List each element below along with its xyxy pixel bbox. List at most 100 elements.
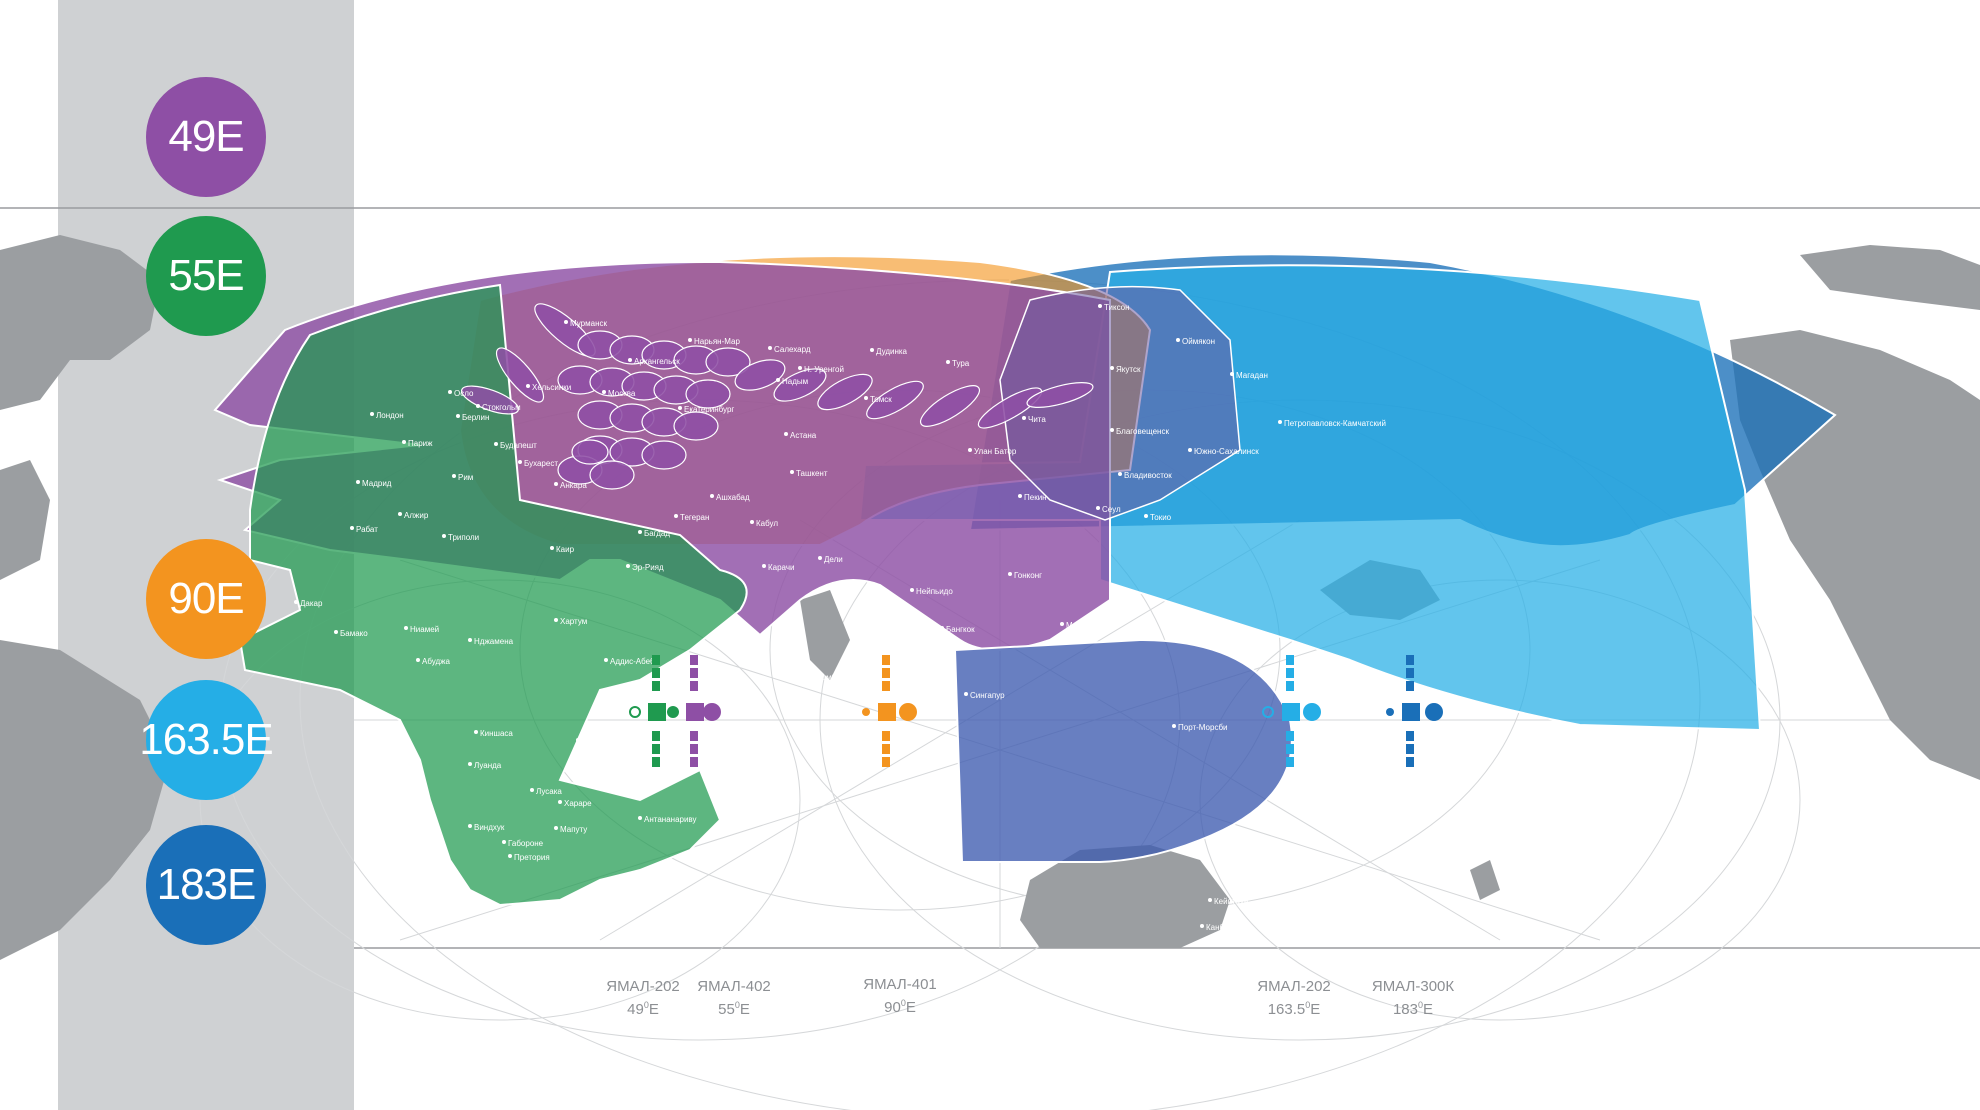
city-marker: Габороне: [502, 839, 544, 848]
city-marker: Мапуту: [554, 825, 587, 834]
city-marker: Порт-Морсби: [1172, 723, 1228, 732]
city-marker: Карачи: [762, 563, 794, 572]
city-marker: Манила: [1060, 621, 1096, 630]
svg-text:Додома: Додома: [582, 737, 611, 746]
svg-text:Н. Уренгой: Н. Уренгой: [804, 365, 844, 374]
coverage-163e: [858, 264, 1762, 732]
svg-text:Габороне: Габороне: [508, 839, 544, 848]
satellite-label-yamal-202-163e: ЯМАЛ-202 163.50E: [1229, 978, 1359, 1019]
city-marker: Бамако: [334, 629, 368, 638]
svg-text:Париж: Париж: [408, 439, 433, 448]
city-marker: Улан Батор: [968, 447, 1017, 456]
city-marker: Виндхук: [468, 823, 505, 832]
city-marker: Бухарест: [518, 459, 558, 468]
city-marker: Аддис-Абеба: [604, 657, 659, 666]
city-marker: Гонконг: [1008, 571, 1042, 580]
city-marker: Дели: [818, 555, 843, 564]
svg-text:Салехард: Салехард: [774, 345, 811, 354]
badge-label: 90E: [168, 574, 244, 623]
svg-text:Алжир: Алжир: [404, 511, 429, 520]
svg-text:Ташкент: Ташкент: [796, 469, 828, 478]
city-marker: Ниамей: [404, 625, 439, 634]
city-marker: Чита: [1022, 415, 1046, 424]
svg-text:Пекин: Пекин: [1024, 493, 1047, 502]
badge-90e: 90E: [146, 539, 266, 659]
city-marker: Париж: [402, 439, 433, 448]
svg-text:Нейпьидо: Нейпьидо: [916, 587, 953, 596]
city-marker: Хельсинки: [526, 383, 571, 392]
svg-text:Астана: Астана: [790, 431, 817, 440]
svg-text:Ашхабад: Ашхабад: [716, 493, 750, 502]
svg-text:Бамако: Бамако: [340, 629, 368, 638]
svg-text:Будапешт: Будапешт: [500, 441, 537, 450]
svg-text:Луанда: Луанда: [474, 761, 502, 770]
city-marker: Якутск: [1110, 365, 1141, 374]
svg-text:Виндхук: Виндхук: [474, 823, 505, 832]
satellite-name: ЯМАЛ-300К: [1371, 978, 1455, 995]
city-marker: Додома: [576, 737, 611, 746]
coverage-55e: [238, 283, 748, 907]
svg-text:Архангельск: Архангельск: [634, 357, 680, 366]
svg-text:Найроби: Найроби: [610, 687, 643, 696]
svg-text:Мапуту: Мапуту: [560, 825, 587, 834]
city-marker: Лондон: [370, 411, 404, 420]
svg-text:Токио: Токио: [1150, 513, 1172, 522]
svg-text:Улан Батор: Улан Батор: [974, 447, 1017, 456]
city-marker: Кабул: [750, 519, 778, 528]
city-marker: Н. Уренгой: [798, 365, 844, 374]
svg-text:Порт-Морсби: Порт-Морсби: [1178, 723, 1228, 732]
svg-text:Кейптаун: Кейптаун: [1214, 897, 1248, 906]
svg-text:Бангкок: Бангкок: [946, 625, 975, 634]
svg-text:Кабул: Кабул: [756, 519, 778, 528]
svg-text:Багдад: Багдад: [644, 529, 670, 538]
city-marker: Дакар: [294, 599, 323, 608]
satellite-position: 550E: [718, 1000, 750, 1018]
svg-text:Лондон: Лондон: [376, 411, 404, 420]
svg-text:Дели: Дели: [824, 555, 843, 564]
city-marker: Абуджа: [416, 657, 450, 666]
city-marker: Бангкок: [940, 625, 975, 634]
svg-text:Берлин: Берлин: [462, 413, 489, 422]
svg-text:Нарьян-Мар: Нарьян-Мар: [694, 337, 740, 346]
satellite-position: 1830E: [1392, 1000, 1434, 1018]
svg-text:Дакар: Дакар: [300, 599, 323, 608]
satellite-yamal-300k-183e: [1386, 655, 1443, 767]
badge-163-5e: 163.5E: [139, 680, 274, 800]
svg-text:Карачи: Карачи: [768, 563, 794, 572]
satellite-yamal-202-49e: [629, 655, 679, 767]
city-marker: Нджамена: [468, 637, 514, 646]
satellite-yamal-202-163e: [1262, 655, 1321, 767]
svg-text:Москва: Москва: [608, 389, 636, 398]
city-marker: Багдад: [638, 529, 670, 538]
city-marker: Берлин: [456, 413, 489, 422]
city-marker: Осло: [448, 389, 474, 398]
svg-text:Хартум: Хартум: [560, 617, 587, 626]
satellite-label-yamal-401-90e: ЯМАЛ-401 900E: [835, 976, 965, 1017]
svg-text:Дудинка: Дудинка: [876, 347, 908, 356]
city-marker: Владивосток: [1118, 471, 1172, 480]
satellite-name: ЯМАЛ-202: [606, 978, 680, 995]
city-marker: Стокгольм: [476, 403, 521, 412]
satellite-position: 163.50E: [1267, 1000, 1321, 1018]
city-marker: Благовещенск: [1110, 427, 1169, 436]
city-marker: Найроби: [604, 687, 643, 696]
city-marker: Будапешт: [494, 441, 537, 450]
satellite-label-yamal-202-49e: ЯМАЛ-202 490E: [578, 978, 708, 1019]
city-marker: Лусака: [530, 787, 562, 796]
svg-text:Надым: Надым: [782, 377, 808, 386]
city-marker: Пекин: [1018, 493, 1047, 502]
satellite-position: 900E: [884, 998, 916, 1016]
city-marker: Тиксон: [1098, 303, 1130, 312]
svg-text:Благовещенск: Благовещенск: [1116, 427, 1169, 436]
svg-text:Лусака: Лусака: [536, 787, 562, 796]
svg-text:Анкара: Анкара: [560, 481, 587, 490]
svg-text:Екатеринбург: Екатеринбург: [684, 405, 734, 414]
city-marker: Анкара: [554, 481, 587, 490]
spot-beams-402: [461, 303, 1094, 490]
satellite-yamal-401-90e: [862, 655, 917, 767]
city-marker: Астана: [784, 431, 817, 440]
city-marker: Южно-Сахалинск: [1188, 447, 1259, 456]
city-marker: Хартум: [554, 617, 587, 626]
satellite-name: ЯМАЛ-401: [863, 976, 937, 993]
